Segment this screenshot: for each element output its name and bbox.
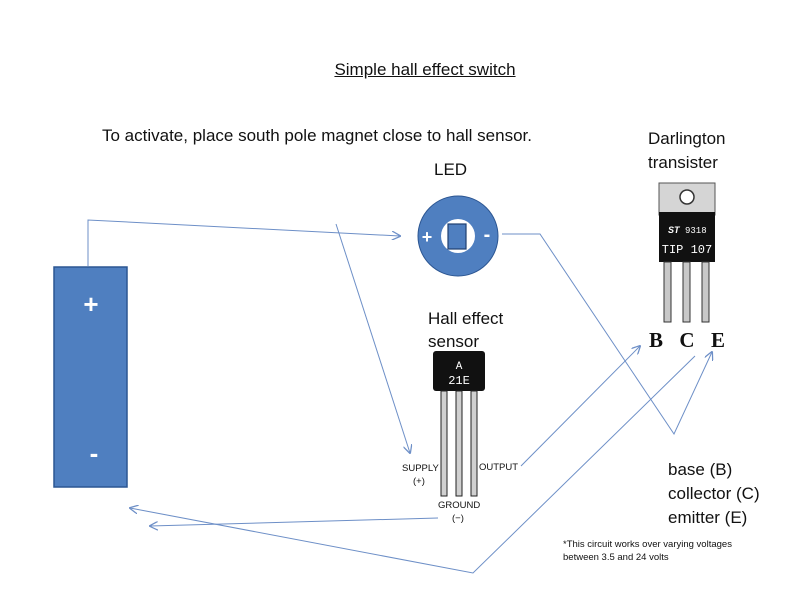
diagram-title: Simple hall effect switch	[334, 60, 516, 79]
wire-to-hall-supply	[335, 223, 410, 453]
led-die	[447, 223, 467, 250]
battery: + -	[53, 266, 128, 488]
hall-sensor-marking-bottom: 21E	[448, 374, 470, 388]
hall-label-line1: Hall effect	[428, 309, 504, 328]
hall-supply-label: SUPPLY	[402, 463, 439, 474]
hall-lead-ground	[455, 390, 463, 497]
wires	[87, 219, 712, 574]
battery-plus-symbol: +	[83, 289, 98, 319]
wire-battery-to-led	[87, 219, 400, 266]
hall-ground-sign: (−)	[452, 513, 464, 524]
hall-ground-label: GROUND	[438, 500, 480, 511]
hall-sensor-marking-top: A	[456, 361, 463, 373]
hall-lead-output	[470, 390, 478, 497]
wire-ground-to-battery	[150, 517, 439, 526]
st-logo-icon: ST	[668, 225, 681, 235]
transistor-date-code: 9318	[685, 226, 707, 236]
hall-supply-sign: (+)	[413, 476, 425, 487]
voltage-note: *This circuit works over varying voltage…	[563, 538, 783, 564]
note-line1: *This circuit works over varying voltage…	[563, 539, 732, 550]
darlington-label-line2: transister	[648, 153, 718, 172]
led-label: LED	[434, 160, 468, 179]
legend-emitter: emitter (E)	[668, 508, 748, 527]
pin-b-label: B	[649, 328, 663, 352]
darlington-label: Darlington transister	[648, 127, 726, 175]
led: + -	[417, 195, 499, 277]
battery-minus-symbol: -	[90, 438, 99, 468]
hall-label-line2: sensor	[428, 332, 480, 351]
pin-c-lead	[682, 261, 691, 323]
instruction-text: To activate, place south pole magnet clo…	[102, 126, 532, 145]
pin-c-label: C	[679, 328, 694, 352]
note-line2: between 3.5 and 24 volts	[563, 552, 669, 563]
led-minus-symbol: -	[484, 224, 491, 246]
pin-b-lead	[663, 261, 672, 323]
darlington-transistor: ST 9318 TIP 107 B C E	[649, 182, 725, 352]
hall-output-label: OUTPUT	[479, 462, 518, 473]
battery-body	[53, 266, 128, 488]
transistor-body	[659, 212, 715, 262]
hall-lead-supply	[440, 390, 448, 497]
wire-led-to-collector	[502, 233, 712, 436]
wire-output-to-base	[520, 346, 640, 467]
pin-e-label: E	[711, 328, 725, 352]
mounting-hole-icon	[679, 189, 695, 205]
hall-sensor-label: Hall effect sensor	[428, 307, 503, 353]
legend-collector: collector (C)	[668, 484, 760, 503]
transistor-part-number: TIP 107	[662, 243, 712, 257]
pin-e-lead	[701, 261, 710, 323]
darlington-label-line1: Darlington	[648, 129, 726, 148]
hall-sensor: A 21E SUPPLY (+) OUTPUT GROUND (−)	[402, 351, 518, 524]
legend-base: base (B)	[668, 460, 733, 479]
wire-emitter-to-battery	[130, 355, 696, 574]
hall-sensor-body	[433, 351, 485, 391]
led-plus-symbol: +	[422, 227, 433, 247]
pin-legend: base (B) collector (C) emitter (E)	[668, 458, 760, 530]
